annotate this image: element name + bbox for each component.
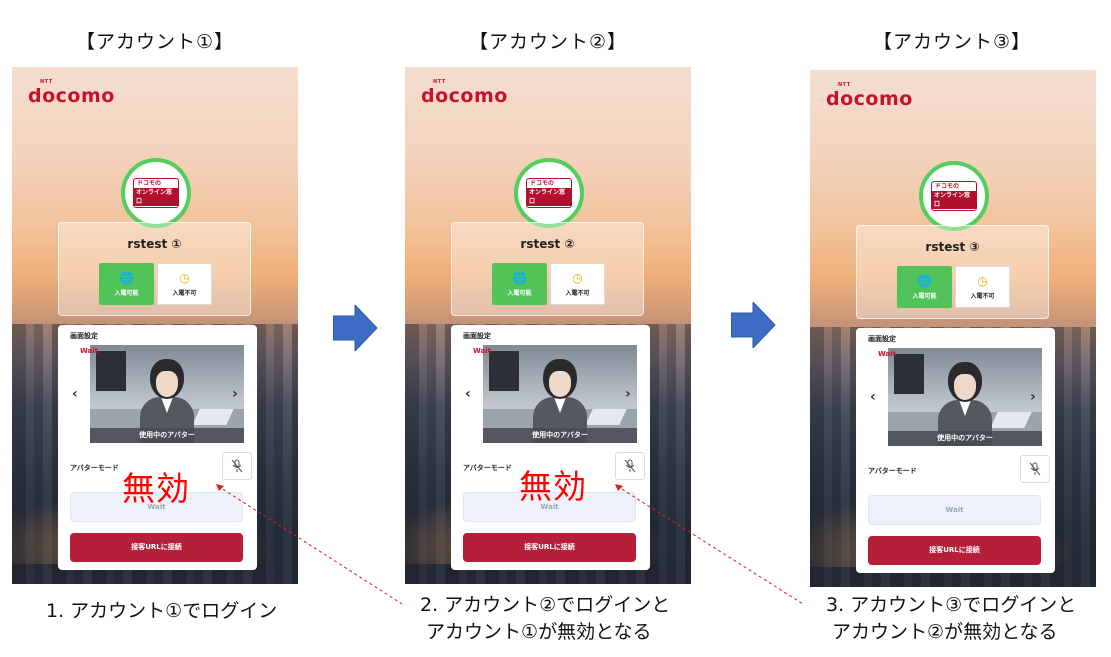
mic-off-button[interactable] xyxy=(1020,455,1050,483)
wait-button[interactable]: Wait xyxy=(868,495,1041,525)
user-card: rstest ① 🌐 入電可能 ◷ 入電不可 xyxy=(58,222,251,316)
settings-title: 画面設定 xyxy=(70,332,98,340)
avatar-mode-label: アバターモード xyxy=(868,467,917,475)
chevron-left-icon[interactable]: ‹ xyxy=(870,389,876,405)
chevron-left-icon[interactable]: ‹ xyxy=(465,386,471,402)
status-available-button[interactable]: 🌐 入電可能 xyxy=(897,266,952,308)
chevron-right-icon[interactable]: › xyxy=(625,386,631,402)
brand-avatar: ドコモの オンライン窓口 xyxy=(121,158,191,228)
account-1-title: 【アカウント①】 xyxy=(75,31,235,53)
user-card: rstest ③ 🌐 入電可能 ◷ 入電不可 xyxy=(856,225,1049,319)
flow-arrow-right-icon xyxy=(731,302,776,348)
mic-off-icon xyxy=(1029,462,1041,476)
avatar-mode-label: アバターモード xyxy=(463,464,512,472)
preview-wait-label: Wait xyxy=(878,350,896,358)
chevron-right-icon[interactable]: › xyxy=(1030,389,1036,405)
settings-title: 画面設定 xyxy=(868,335,896,343)
brand-avatar: ドコモの オンライン窓口 xyxy=(919,161,989,231)
avatar-preview: 使用中のアバター xyxy=(90,345,244,443)
disabled-stamp-account-1: 無効 xyxy=(122,469,190,508)
status-unavailable-button[interactable]: ◷ 入電不可 xyxy=(157,263,212,305)
step-1-caption: 1. アカウント①でログイン xyxy=(46,600,278,622)
mic-off-button[interactable] xyxy=(615,452,645,480)
step-2-caption: 2. アカウント②でログインと アカウント①が無効となる xyxy=(420,594,671,643)
globe-icon: 🌐 xyxy=(119,271,134,285)
account-2-title: 【アカウント②】 xyxy=(468,31,628,53)
clock-icon: ◷ xyxy=(179,271,190,285)
avatar-caption: 使用中のアバター xyxy=(90,428,244,443)
mic-off-button[interactable] xyxy=(222,452,252,480)
brand-avatar: ドコモの オンライン窓口 xyxy=(514,158,584,228)
clock-icon: ◷ xyxy=(572,271,583,285)
account-3-title: 【アカウント③】 xyxy=(872,31,1032,53)
online-window-logo: ドコモの オンライン窓口 xyxy=(526,178,572,208)
connect-url-button[interactable]: 接客URLに接続 xyxy=(70,533,243,562)
avatar-mode-label: アバターモード xyxy=(70,464,119,472)
connect-url-button[interactable]: 接客URLに接続 xyxy=(463,533,636,562)
avatar-preview: 使用中のアバター xyxy=(483,345,637,443)
online-window-logo: ドコモの オンライン窓口 xyxy=(931,181,977,211)
username: rstest ② xyxy=(520,237,575,251)
avatar-caption: 使用中のアバター xyxy=(888,431,1042,446)
connect-url-button[interactable]: 接客URLに接続 xyxy=(868,536,1041,565)
disabled-stamp-account-2: 無効 xyxy=(519,467,587,506)
screen-settings-panel: 画面設定 使用中のアバター Wait ‹ › アバターモード Wait 接客UR… xyxy=(58,325,257,570)
step-3-caption: 3. アカウント③でログインと アカウント②が無効となる xyxy=(826,594,1077,643)
status-unavailable-button[interactable]: ◷ 入電不可 xyxy=(955,266,1010,308)
username: rstest ③ xyxy=(925,240,980,254)
preview-wait-label: Wait xyxy=(473,347,491,355)
wait-button[interactable]: Wait xyxy=(463,492,636,522)
mic-off-icon xyxy=(624,459,636,473)
globe-icon: 🌐 xyxy=(512,271,527,285)
status-available-button[interactable]: 🌐 入電可能 xyxy=(492,263,547,305)
avatar-caption: 使用中のアバター xyxy=(483,428,637,443)
chevron-right-icon[interactable]: › xyxy=(232,386,238,402)
username: rstest ① xyxy=(127,237,182,251)
user-card: rstest ② 🌐 入電可能 ◷ 入電不可 xyxy=(451,222,644,316)
globe-icon: 🌐 xyxy=(917,274,932,288)
settings-title: 画面設定 xyxy=(463,332,491,340)
wait-button[interactable]: Wait xyxy=(70,492,243,522)
avatar-preview: 使用中のアバター xyxy=(888,348,1042,446)
flow-arrow-right-icon xyxy=(333,305,378,351)
mic-off-icon xyxy=(231,459,243,473)
clock-icon: ◷ xyxy=(977,274,988,288)
preview-wait-label: Wait xyxy=(80,347,98,355)
status-available-button[interactable]: 🌐 入電可能 xyxy=(99,263,154,305)
screen-settings-panel: 画面設定 使用中のアバター Wait ‹ › アバターモード Wait 接客UR… xyxy=(856,328,1055,573)
screen-settings-panel: 画面設定 使用中のアバター Wait ‹ › アバターモード Wait 接客UR… xyxy=(451,325,650,570)
status-unavailable-button[interactable]: ◷ 入電不可 xyxy=(550,263,605,305)
online-window-logo: ドコモの オンライン窓口 xyxy=(133,178,179,208)
chevron-left-icon[interactable]: ‹ xyxy=(72,386,78,402)
